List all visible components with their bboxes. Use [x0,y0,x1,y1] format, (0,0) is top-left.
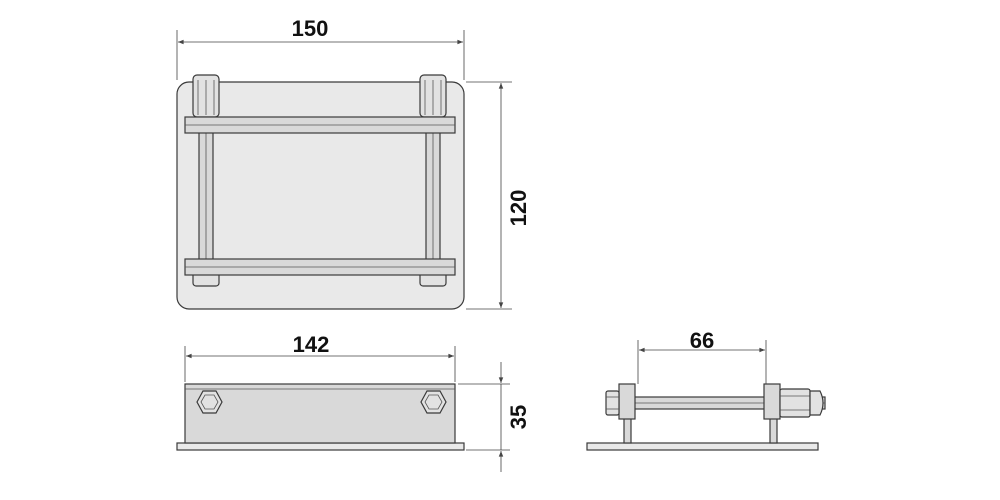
dim-label-35: 35 [506,405,531,429]
side-view-bar-left [618,383,636,420]
dim-top-height: 120 [466,81,531,310]
front-view-base-plate [176,442,465,451]
dim-label-66: 66 [690,328,714,353]
side-view-bar-right [763,383,781,420]
dim-front-width: 142 [184,332,456,382]
dim-label-150: 150 [292,16,329,41]
dim-side-width: 66 [637,328,767,384]
side-view-base-plate [586,442,819,451]
side-view-bolt-end [809,390,824,416]
top-view-cross-bars [184,116,456,276]
dim-front-height: 35 [458,362,531,472]
side-view-nut-right [779,388,811,418]
dim-top-width: 150 [176,16,465,80]
dim-label-142: 142 [293,332,330,357]
front-view: 142 35 [176,332,531,472]
side-view-nut-left [605,390,620,416]
front-view-hex-nut-left [196,390,223,414]
front-view-hex-nut-right [420,390,447,414]
top-view: 150 120 [176,16,531,310]
dim-label-120: 120 [506,190,531,227]
front-view-body [184,383,456,444]
side-view: 66 [586,328,826,451]
top-view-base-plate [176,81,465,310]
